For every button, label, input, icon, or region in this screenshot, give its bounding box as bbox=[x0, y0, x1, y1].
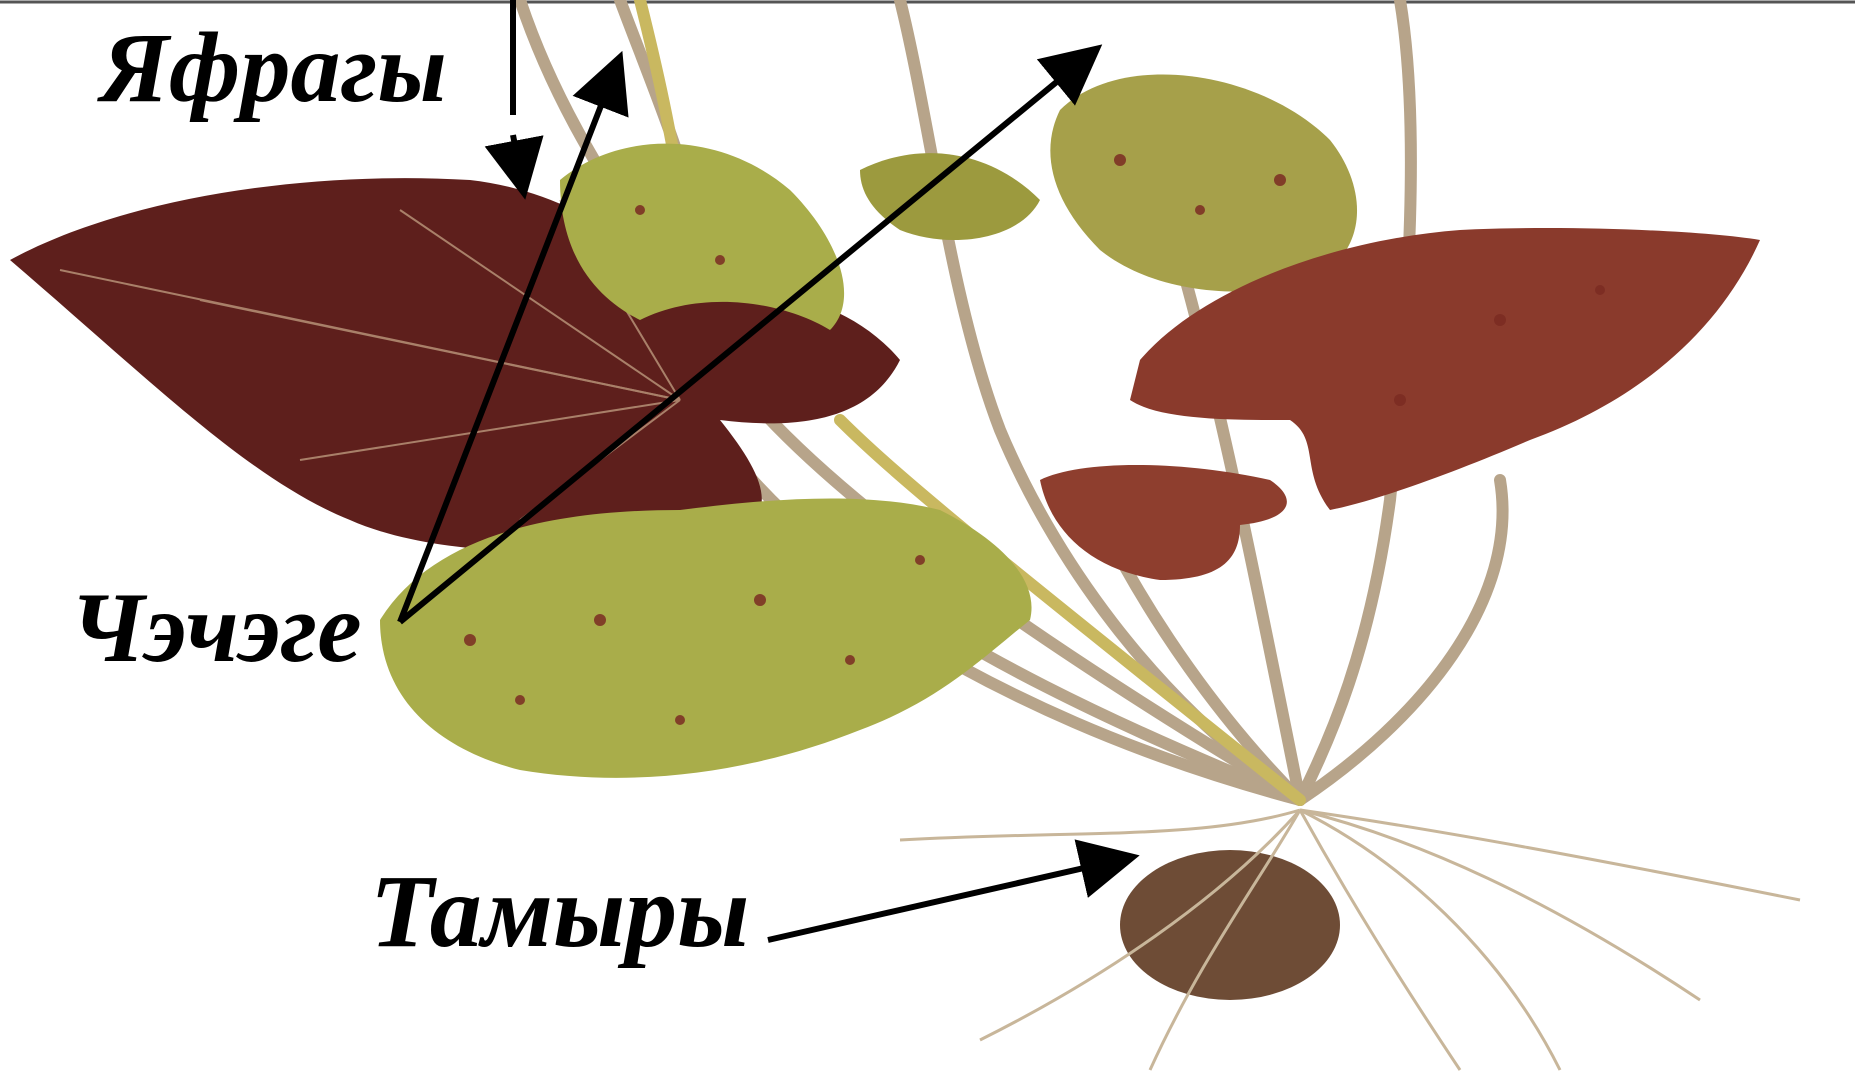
arrow-roots bbox=[768, 858, 1128, 940]
label-flowers: Чэчэге bbox=[70, 578, 362, 678]
leaf-green-topright bbox=[1050, 74, 1357, 291]
arrow-leaves-leaf bbox=[513, 135, 523, 188]
label-leaves: Яфрагы bbox=[100, 18, 447, 118]
label-roots: Тамыры bbox=[370, 860, 749, 964]
roots-drawing bbox=[900, 810, 1800, 1070]
